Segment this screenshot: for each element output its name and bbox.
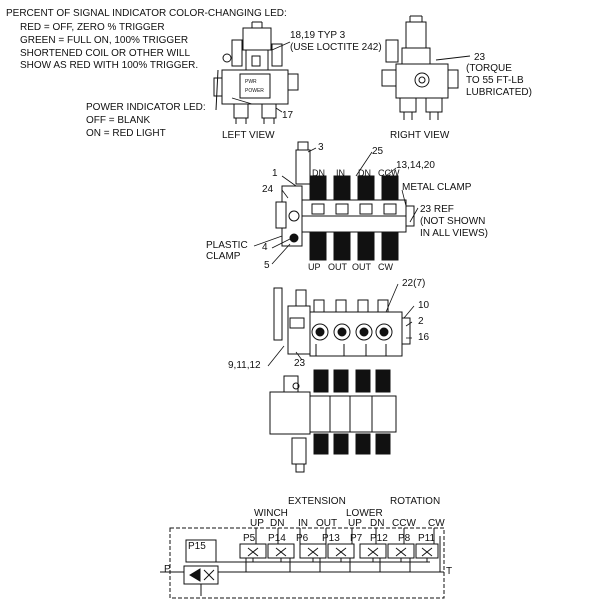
schematic-ext-in: IN xyxy=(298,518,308,529)
left-view-label: LEFT VIEW xyxy=(222,130,275,141)
schematic-p-port: P xyxy=(164,564,171,575)
callout-torque-2: TO 55 FT-LB xyxy=(466,75,524,86)
schematic-rot-cw: CW xyxy=(428,518,445,529)
callout-10: 10 xyxy=(418,300,430,311)
svg-text:POWER: POWER xyxy=(245,88,264,94)
power-led-off: OFF = BLANK xyxy=(86,115,151,126)
port-bottom-4: CW xyxy=(378,262,393,272)
schematic-p14: P14 xyxy=(268,533,286,544)
left-view-drawing: PWR POWER xyxy=(213,21,299,124)
port-bottom-1: UP xyxy=(308,262,321,272)
schematic-p7: P7 xyxy=(350,533,363,544)
schematic-p13: P13 xyxy=(322,533,340,544)
led-legend-red: RED = OFF, ZERO % TRIGGER xyxy=(20,22,165,33)
port-top-1: DN xyxy=(312,168,325,178)
svg-text:PWR: PWR xyxy=(245,79,257,85)
callout-4: 4 xyxy=(262,242,268,253)
callout-23-mid: 23 xyxy=(294,358,306,369)
callout-13-14-20: 13,14,20 xyxy=(396,160,435,171)
led-legend-shortened-2: SHOW AS RED WITH 100% TRIGGER. xyxy=(20,60,199,71)
port-bottom-3: OUT xyxy=(352,262,371,272)
clamp-label: CLAMP xyxy=(206,251,241,262)
schematic-winch: WINCH xyxy=(254,508,288,519)
callout-2: 2 xyxy=(418,316,424,327)
schematic-winch-up: UP xyxy=(250,518,264,529)
callout-23-right: 23 xyxy=(474,52,486,63)
callout-25: 25 xyxy=(372,146,384,157)
power-led-on: ON = RED LIGHT xyxy=(86,128,166,139)
right-view-drawing xyxy=(381,15,471,120)
leader-lines xyxy=(231,41,419,367)
callout-1: 1 xyxy=(272,168,278,179)
schematic-p5: P5 xyxy=(243,533,256,544)
not-shown-2: IN ALL VIEWS) xyxy=(420,228,488,239)
callout-torque-1: (TORQUE xyxy=(466,63,512,74)
right-view-label: RIGHT VIEW xyxy=(390,130,450,141)
callout-23-ref: 23 REF xyxy=(420,204,454,215)
callout-18-19: 18,19 TYP 3 xyxy=(290,30,346,41)
port-bottom-2: OUT xyxy=(328,262,347,272)
top-view-drawing xyxy=(275,141,415,261)
schematic-p6: P6 xyxy=(296,533,309,544)
schematic-winch-dn: DN xyxy=(270,518,285,529)
plastic-label: PLASTIC xyxy=(206,240,248,251)
callout-17: 17 xyxy=(282,110,294,121)
callout-16: 16 xyxy=(418,332,430,343)
port-top-3: DN xyxy=(358,168,371,178)
metal-clamp-label: METAL CLAMP xyxy=(402,182,472,193)
callout-9-11-12: 9,11,12 xyxy=(228,360,261,371)
schematic-p12: P12 xyxy=(370,533,388,544)
schematic-p8: P8 xyxy=(398,533,411,544)
callout-22-7: 22(7) xyxy=(402,278,426,289)
schematic-rotation: ROTATION xyxy=(390,496,441,507)
schematic-rot-ccw: CCW xyxy=(392,518,416,529)
hydraulic-schematic xyxy=(160,527,445,599)
schematic-lower: LOWER xyxy=(346,508,383,519)
led-legend-title: PERCENT OF SIGNAL INDICATOR COLOR-CHANGI… xyxy=(6,8,287,19)
bottom-view-drawing xyxy=(269,369,397,473)
front-view-drawing xyxy=(273,287,411,357)
schematic-p15: P15 xyxy=(188,541,206,552)
schematic-ext-out: OUT xyxy=(316,518,338,529)
led-legend-shortened-1: SHORTENED COIL OR OTHER WILL xyxy=(20,48,191,59)
callout-24: 24 xyxy=(262,184,274,195)
schematic-t-port: T xyxy=(446,566,453,577)
schematic-lower-up: UP xyxy=(348,518,362,529)
led-legend-green: GREEN = FULL ON, 100% TRIGGER xyxy=(20,35,189,46)
callout-torque-3: LUBRICATED) xyxy=(466,87,532,98)
power-led-title: POWER INDICATOR LED: xyxy=(86,102,206,113)
schematic-p11: P11 xyxy=(418,533,436,544)
callout-loctite: (USE LOCTITE 242) xyxy=(290,42,382,53)
callout-5: 5 xyxy=(264,260,270,271)
callout-3: 3 xyxy=(318,142,324,153)
port-top-2: IN xyxy=(336,168,345,178)
not-shown-1: (NOT SHOWN xyxy=(420,216,486,227)
schematic-extension: EXTENSION xyxy=(288,496,346,507)
schematic-lower-dn: DN xyxy=(370,518,385,529)
port-top-4: CCW xyxy=(378,168,400,178)
